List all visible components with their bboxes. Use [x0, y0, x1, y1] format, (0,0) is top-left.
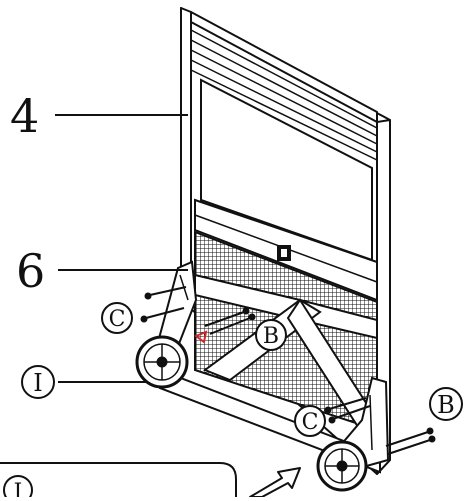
screw-icon-b-center	[204, 307, 256, 335]
part-number-6: 6	[16, 244, 45, 298]
screw-icon-c-right	[324, 397, 371, 424]
callout-b-right: B	[429, 387, 463, 421]
callout-c-right-text: C	[302, 410, 319, 435]
arrow-icon	[249, 467, 301, 498]
callout-b-center-text: B	[263, 324, 279, 349]
callout-detail-text: I	[14, 480, 23, 497]
callout-c-left: C	[101, 302, 133, 334]
callout-i-text: I	[33, 369, 42, 397]
callout-b-right-text: B	[437, 391, 455, 419]
leader-lines	[55, 114, 188, 383]
detail-inset: I	[0, 462, 237, 501]
callout-b-center: B	[255, 319, 287, 351]
caster-right	[316, 440, 368, 492]
highlight-mark	[193, 330, 208, 344]
caster-left	[135, 335, 189, 389]
callout-c-right: C	[294, 405, 326, 437]
crossbar	[194, 198, 378, 302]
screw-icon-c-left	[140, 286, 187, 323]
callout-i: I	[21, 365, 55, 399]
screw-icon-b-right	[385, 427, 436, 455]
callout-c-left-text: C	[109, 307, 126, 332]
part-number-4: 4	[10, 89, 39, 143]
